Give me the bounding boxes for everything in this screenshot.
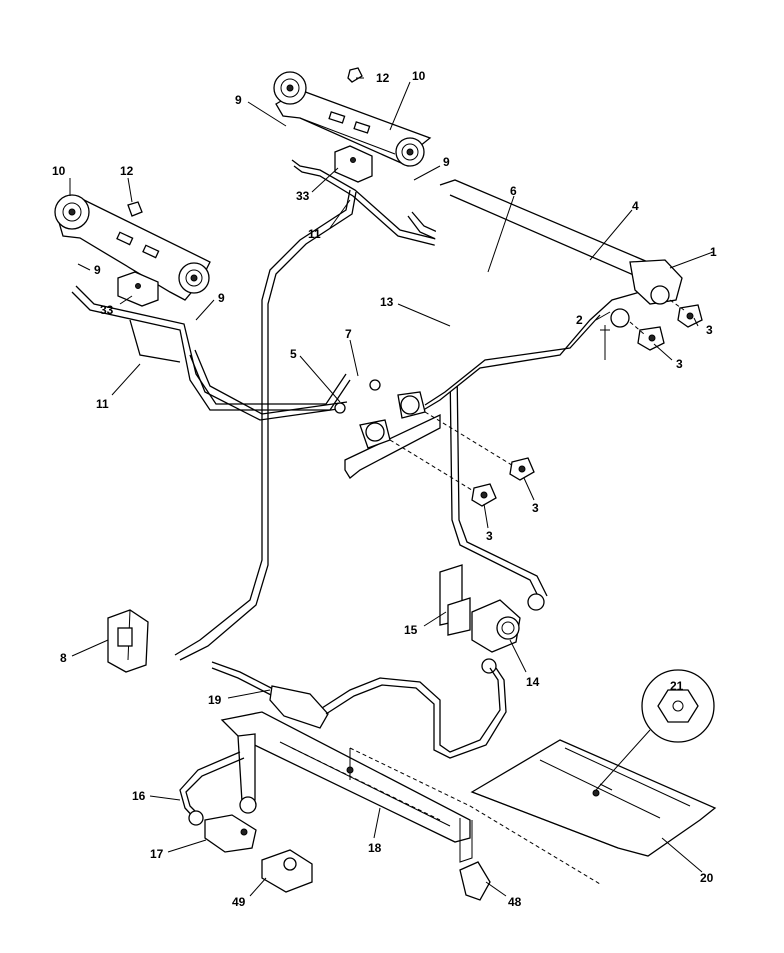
callout-21: 21: [670, 679, 684, 693]
callout-18: 18: [368, 841, 382, 855]
rear-burner-assembly: [273, 67, 432, 183]
callout-1: 1: [710, 245, 717, 259]
callout-11: 11: [96, 397, 109, 411]
callout-14: 14: [526, 675, 540, 689]
callout-10: 10: [412, 69, 426, 83]
callout-9: 9: [218, 291, 225, 305]
callout-2: 2: [576, 313, 583, 327]
callout-10: 10: [52, 164, 66, 178]
oven-gas-line: [211, 661, 507, 759]
callout-48: 48: [508, 895, 522, 909]
callout-3: 3: [706, 323, 713, 337]
callout-16: 16: [132, 789, 146, 803]
callout-4: 4: [632, 199, 639, 213]
manifold-pipe: [419, 179, 683, 413]
callout-33: 33: [100, 303, 114, 317]
front-valve-manifold: [334, 379, 521, 496]
callout-3: 3: [676, 357, 683, 371]
oven-burner: [220, 711, 601, 885]
callout-12: 12: [376, 71, 390, 85]
callout-13: 13: [380, 295, 394, 309]
heat-deflector: [470, 739, 717, 857]
leader-lines: [69, 77, 714, 897]
callout-11: 11: [308, 227, 321, 241]
orifice-holder: [179, 751, 257, 853]
callout-5: 5: [290, 347, 297, 361]
nut-detail-inset: [595, 669, 715, 791]
callout-12: 12: [120, 164, 134, 178]
mounting-brackets: [261, 849, 491, 901]
callout-9: 9: [235, 93, 242, 107]
callout-9: 9: [443, 155, 450, 169]
callout-15: 15: [404, 623, 418, 637]
callout-labels: 12 10 9 33 9 11 10 12 9 33 9 11 1 4 6 2 …: [52, 69, 717, 909]
callout-49: 49: [232, 895, 246, 909]
callout-3: 3: [486, 529, 493, 543]
callout-19: 19: [208, 693, 222, 707]
callout-7: 7: [345, 327, 352, 341]
left-burner-assembly: [54, 194, 211, 307]
pressure-regulator: [439, 564, 545, 674]
callout-9: 9: [94, 263, 101, 277]
callout-20: 20: [700, 871, 714, 885]
callout-33: 33: [296, 189, 310, 203]
callout-6: 6: [510, 184, 517, 198]
callout-17: 17: [150, 847, 164, 861]
spark-module: [107, 609, 149, 673]
callout-3: 3: [532, 501, 539, 515]
callout-8: 8: [60, 651, 67, 665]
